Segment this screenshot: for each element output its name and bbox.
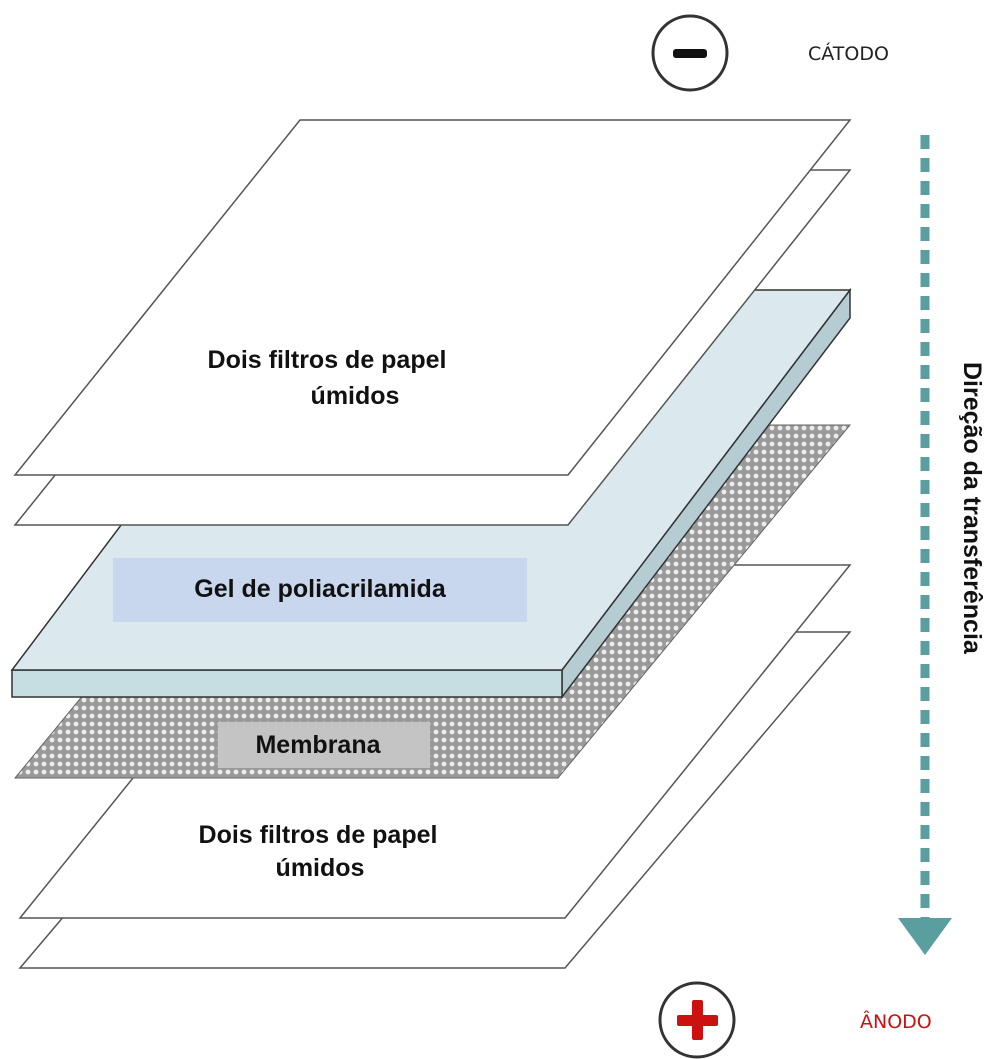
anode-label: ÂNODO [860,1010,932,1033]
cathode-label: CÁTODO [808,42,889,65]
top-filter-paper-1 [13,119,852,476]
bottom-filter-label-line2: úmidos [276,854,365,882]
gel-label: Gel de poliacrilamida [194,575,447,603]
top-filter-label-line2: úmidos [311,382,400,410]
transfer-direction-label: Direção da transferência [958,362,986,655]
plus-icon [677,1000,718,1040]
top-filter-papers [13,119,852,526]
top-filter-label-line1: Dois filtros de papel [208,346,447,374]
bottom-filter-label-line1: Dois filtros de papel [199,821,438,849]
membrane-label-background [218,722,430,768]
minus-icon [673,49,707,58]
gel-label-background [113,558,527,622]
transfer-direction-arrow [898,135,952,955]
cathode: CÁTODO [651,14,889,92]
membrane-label: Membrana [255,731,381,759]
arrowhead-down-icon [898,918,952,955]
anode: ÂNODO [658,981,932,1059]
gel-front-face [11,669,563,698]
